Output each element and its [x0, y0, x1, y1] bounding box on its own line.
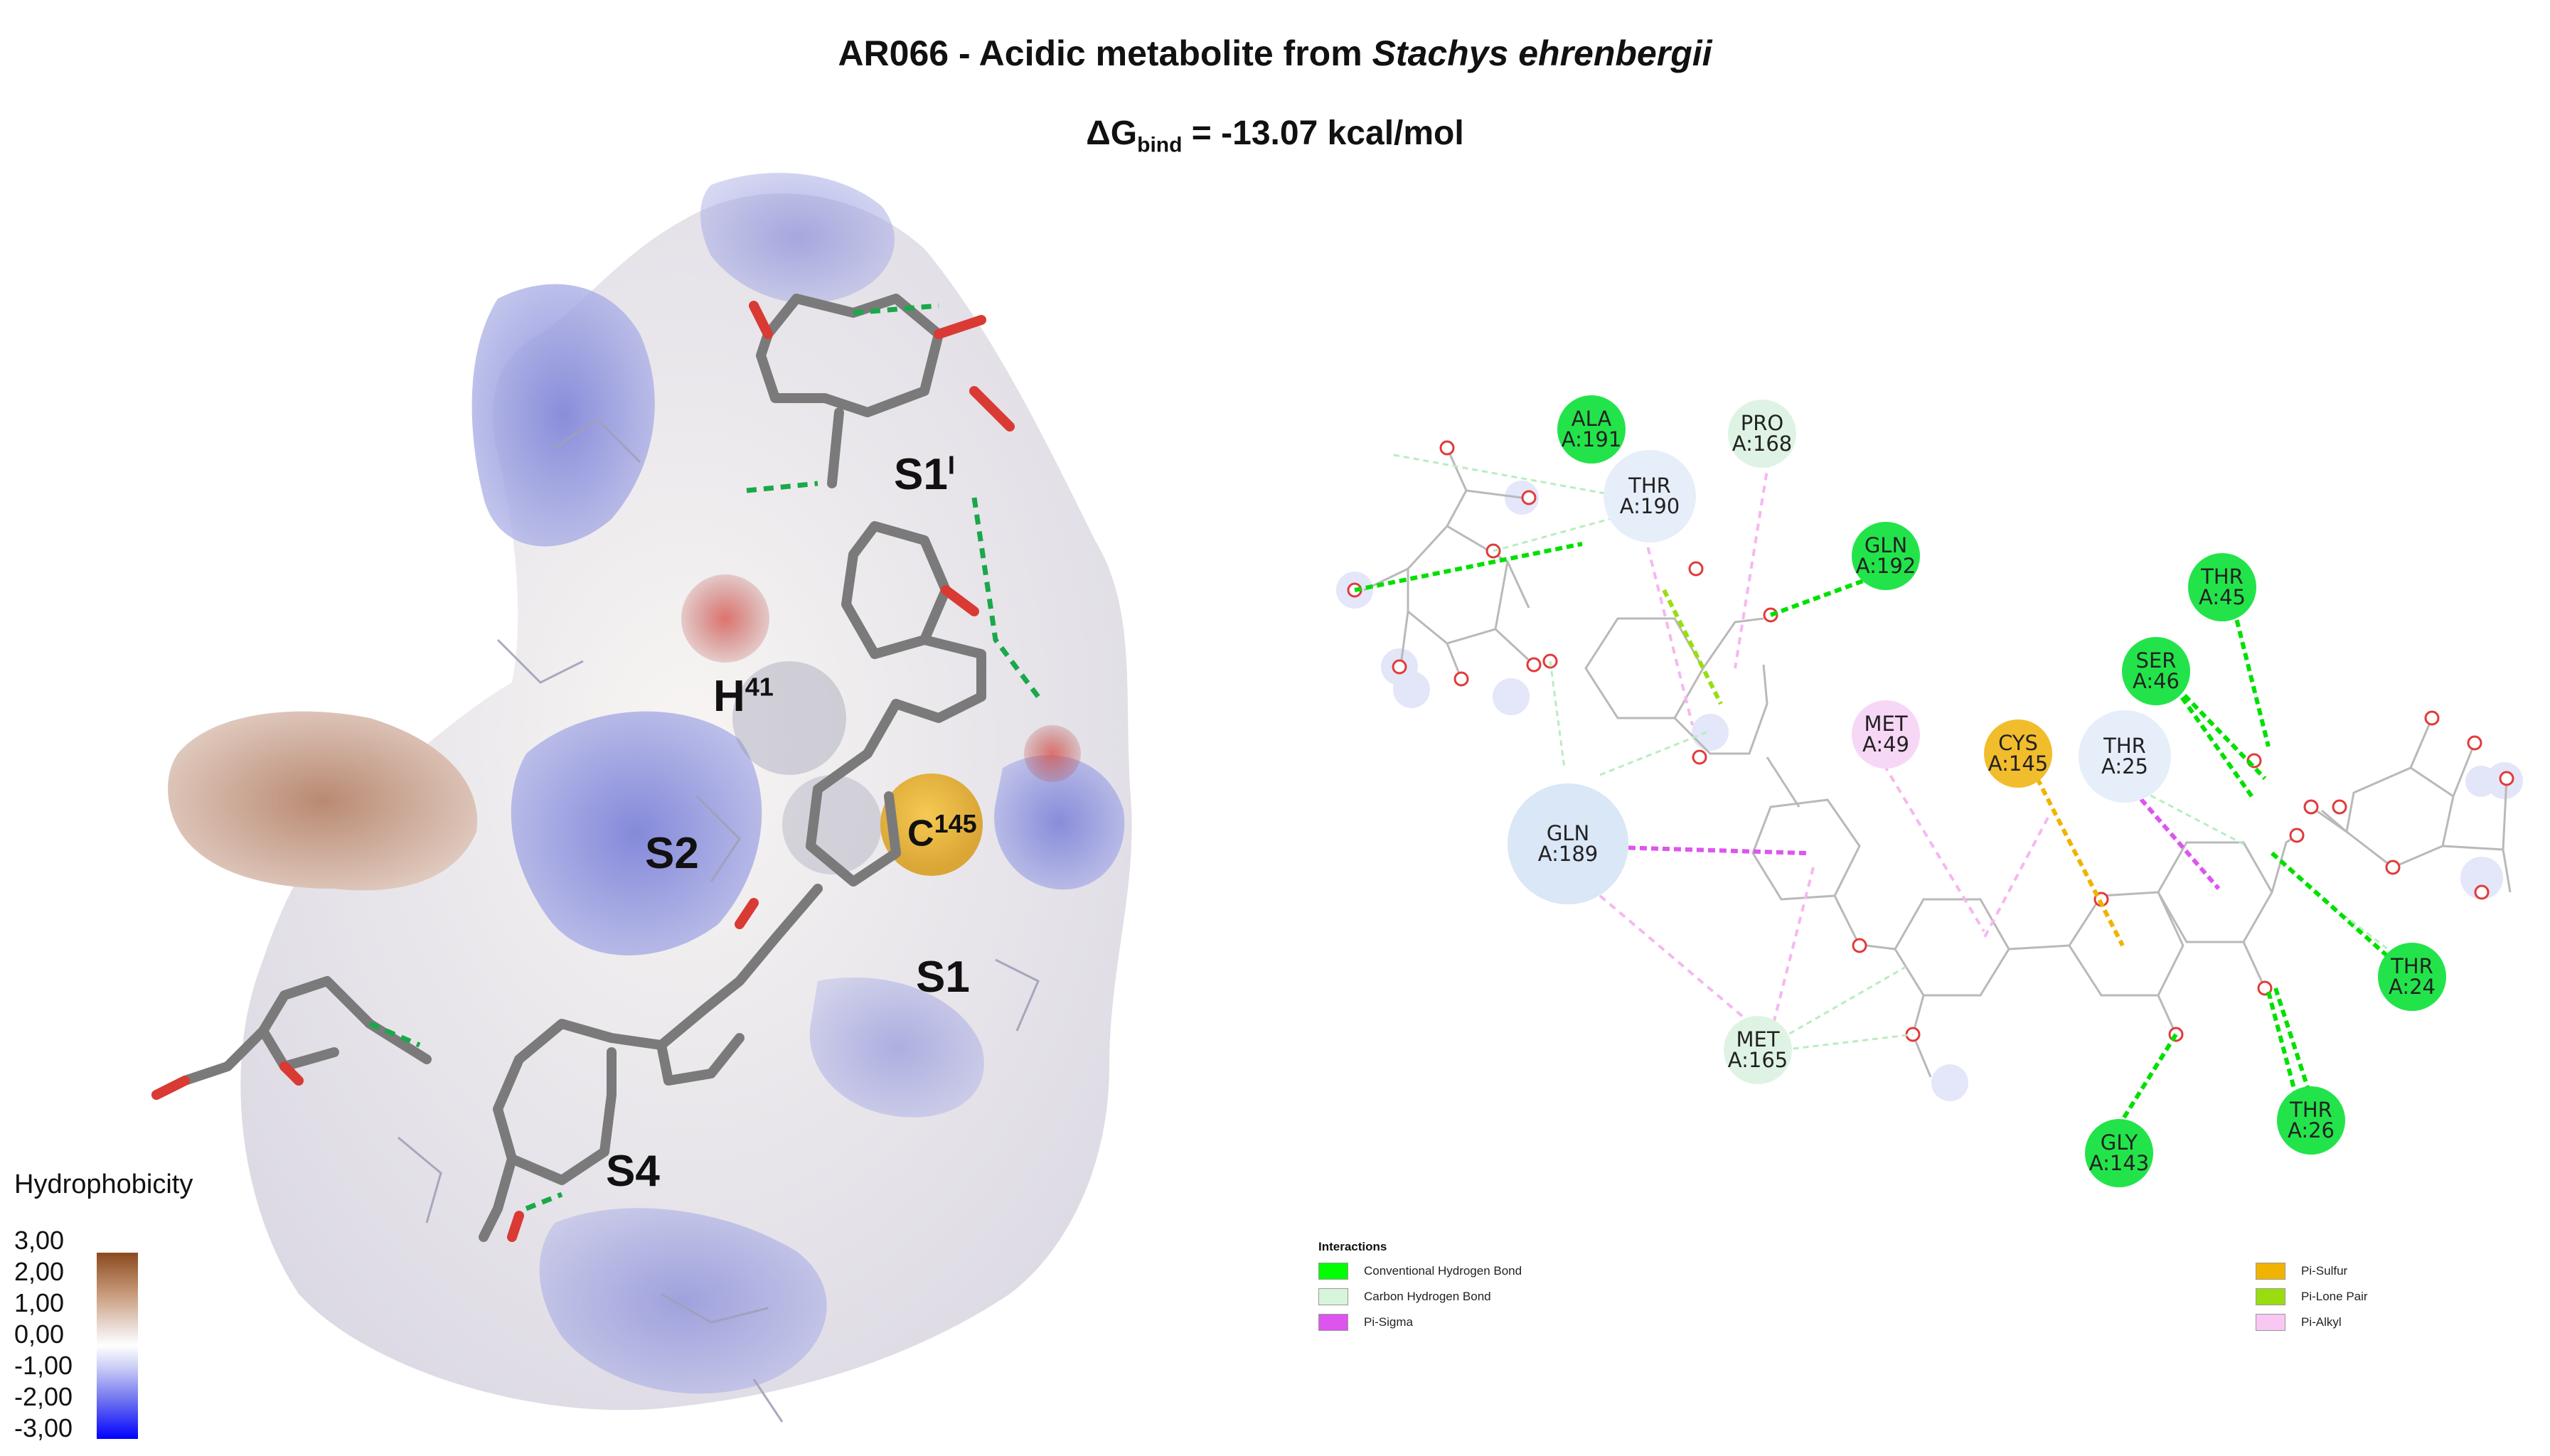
legend-swatch: [1318, 1314, 1348, 1331]
energy-subscript: bind: [1137, 133, 1183, 157]
pocket-label-s4: S4: [606, 1147, 660, 1196]
figure-title: AR066 - Acidic metabolite from Stachys e…: [0, 33, 2550, 74]
legend-item-pi-sulfur: Pi-Sulfur: [2256, 1263, 2347, 1280]
legend-item-pi-lone-pair: Pi-Lone Pair: [2256, 1288, 2368, 1305]
title-text: AR066 - Acidic metabolite from: [838, 33, 1372, 73]
residue-label-c145: C145: [907, 809, 977, 855]
hydrophobicity-colorbar: [97, 1253, 138, 1439]
scale-tick: -1,00: [14, 1351, 73, 1380]
legend-item-carbon-hbond: Carbon Hydrogen Bond: [1318, 1288, 1491, 1305]
energy-value: = -13.07 kcal/mol: [1191, 114, 1464, 152]
legend-swatch: [1318, 1263, 1348, 1280]
legend-item-pi-alkyl: Pi-Alkyl: [2256, 1314, 2342, 1331]
legend-swatch: [1318, 1288, 1348, 1305]
energy-symbol: ΔG: [1086, 114, 1138, 152]
scale-tick: -3,00: [14, 1413, 73, 1442]
hydrophobicity-title: Hydrophobicity: [14, 1169, 193, 1199]
legend-item-pi-sigma: Pi-Sigma: [1318, 1314, 1413, 1331]
scale-tick: 1,00: [14, 1288, 65, 1317]
pocket-label-s1: S1: [916, 953, 970, 1002]
scale-tick: -2,00: [14, 1382, 73, 1411]
legend-swatch: [2256, 1263, 2285, 1280]
binding-energy: ΔGbind = -13.07 kcal/mol: [0, 114, 2550, 158]
legend-swatch: [2256, 1314, 2285, 1331]
residue-label-h41: H41: [713, 672, 774, 721]
pocket-label-s2: S2: [645, 829, 699, 878]
legend-swatch: [2256, 1288, 2285, 1305]
title-species: Stachys ehrenbergii: [1372, 33, 1712, 73]
scale-tick: 0,00: [14, 1320, 65, 1349]
legend-item-conventional-hbond: Conventional Hydrogen Bond: [1318, 1263, 1522, 1280]
scale-tick: 3,00: [14, 1226, 65, 1255]
pocket-label-s1-prime: S1I: [894, 450, 955, 499]
legend-title: Interactions: [1318, 1240, 1387, 1253]
scale-tick: 2,00: [14, 1257, 65, 1286]
